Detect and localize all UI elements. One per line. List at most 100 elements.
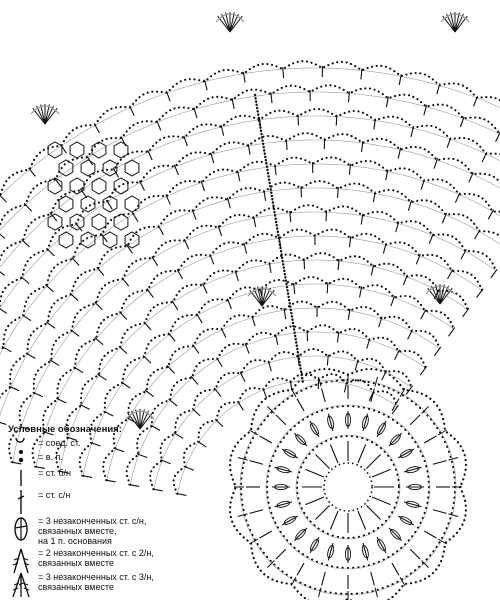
- fan-stitch: [79, 188, 88, 199]
- motif-stitch: [362, 413, 369, 432]
- fan-stitch: [473, 95, 479, 107]
- legend: Условные обозначения: = соед. ст. = в. п…: [8, 424, 208, 598]
- fan-stitch: [193, 107, 198, 119]
- fan-cluster-stitch: [131, 410, 141, 430]
- fan-stitch: [336, 186, 339, 198]
- fan-cluster-stitch: [135, 409, 141, 430]
- fan-chain-row: [0, 179, 500, 399]
- fan-stitch: [274, 164, 277, 176]
- motif-stitch: [357, 444, 367, 464]
- motif-cluster: [283, 449, 297, 458]
- fan-stitch: [97, 373, 107, 381]
- motif-edge-stitch: [318, 587, 322, 598]
- fan-stitch: [21, 239, 30, 248]
- fan-stitch: [347, 308, 351, 320]
- fan-stitch: [94, 337, 104, 346]
- legend-label: = 3 незаконченных ст. с/н, связанных вме…: [38, 516, 147, 546]
- fan-stitch: [459, 116, 465, 128]
- mesh-cell: [91, 141, 107, 159]
- chain-stitch-icon: [18, 457, 24, 463]
- fan-stitch: [402, 274, 408, 286]
- fan-stitch: [405, 385, 414, 395]
- fan-stitch: [19, 425, 31, 431]
- fan-stitch: [433, 346, 442, 357]
- motif-cluster: [389, 434, 401, 446]
- fan-stitch: [183, 135, 188, 147]
- mesh-cell: [58, 159, 74, 177]
- fan-guide-arc: [130, 331, 426, 485]
- motif-edge-stitch: [399, 388, 406, 398]
- fan-stitch: [234, 270, 239, 282]
- mesh-cell: [80, 231, 96, 249]
- fan-cluster-stitch: [36, 105, 46, 125]
- fan-stitch: [69, 292, 79, 301]
- mesh-cell: [102, 231, 118, 249]
- mesh-cell: [47, 141, 63, 159]
- two-tr-cluster-icon: [12, 548, 30, 574]
- motif-cluster: [399, 516, 413, 525]
- fan-stitch: [33, 465, 45, 470]
- motif-cluster: [310, 422, 319, 436]
- motif-stitch: [321, 388, 326, 403]
- three-dtr-cluster-icon: [12, 572, 30, 598]
- fan-stitch: [495, 131, 500, 143]
- mesh-cell: [47, 213, 63, 231]
- motif-stitch: [305, 496, 325, 506]
- motif-chain-ring: [265, 404, 431, 570]
- fan-stitch: [370, 264, 375, 276]
- fan-cluster-stitch: [439, 285, 449, 305]
- fan-stitch: [81, 474, 93, 479]
- motif-stitch: [309, 420, 320, 438]
- fan-stitch: [214, 418, 224, 428]
- mesh-cell: [80, 195, 96, 213]
- fan-stitch: [251, 315, 256, 327]
- fan-stitch: [337, 259, 340, 271]
- motif-stitch: [409, 548, 421, 560]
- fan-guide-arc: [82, 283, 454, 476]
- fan-cluster-stitch: [261, 286, 267, 307]
- fan-stitch: [183, 238, 190, 250]
- mesh-cell: [102, 159, 118, 177]
- fan-cluster-stitch: [257, 286, 263, 307]
- fan-stitch: [487, 209, 495, 220]
- fan-stitch: [391, 404, 399, 415]
- fan-chain-row: [0, 84, 500, 229]
- fan-cluster-arc: [30, 105, 60, 115]
- fan-cluster-stitch: [454, 13, 464, 33]
- fan-stitch: [347, 91, 350, 103]
- fan-stitch: [247, 143, 251, 155]
- motif-guide-ring: [295, 434, 401, 540]
- mesh-cell: [69, 141, 85, 159]
- fan-stitch: [415, 253, 421, 265]
- motif-stitch: [275, 414, 287, 426]
- motif-cluster: [361, 415, 369, 430]
- fan-stitch: [360, 213, 364, 225]
- fan-guide-arc: [0, 115, 500, 268]
- fan-stitch: [151, 488, 163, 492]
- fan-stitch: [262, 387, 268, 399]
- motif-edge-stitch: [437, 429, 447, 436]
- mesh-cell: [91, 177, 107, 195]
- fan-stitch: [0, 421, 7, 426]
- fan-stitch: [360, 68, 363, 80]
- fan-stitch: [79, 403, 90, 410]
- three-dc-cluster-icon: [14, 517, 28, 541]
- fan-stitch: [55, 397, 67, 404]
- motif-stitch: [259, 530, 273, 539]
- motif-edge-stitch: [267, 406, 275, 414]
- fan-cluster-stitch: [435, 284, 441, 305]
- fan-stitch: [326, 282, 329, 294]
- motif-cluster: [377, 538, 386, 552]
- motif-stitch: [305, 468, 325, 478]
- legend-item-three-dtr-cluster: = 3 незаконченных ст. с 3/н, связанных в…: [8, 572, 154, 598]
- motif-cluster: [361, 544, 369, 559]
- fan-stitch: [343, 381, 348, 393]
- fan-stitch: [104, 479, 116, 483]
- fan-stitch: [192, 344, 200, 354]
- legend-label: = 3 незаконченных ст. с 3/н, связанных в…: [38, 572, 154, 592]
- fan-stitch: [217, 225, 223, 237]
- fan-cluster-stitch: [44, 105, 54, 125]
- motif-edge-stitch: [249, 429, 259, 436]
